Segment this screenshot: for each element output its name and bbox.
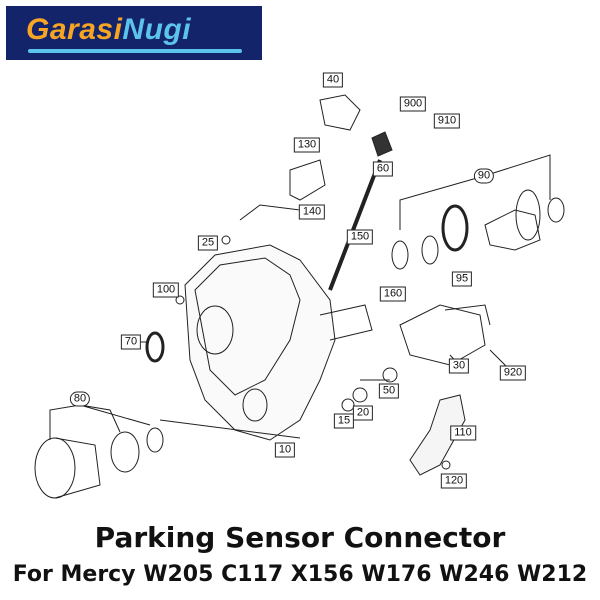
logo-underline xyxy=(28,49,242,53)
part-label: 30 xyxy=(448,358,470,374)
flange-part xyxy=(34,437,76,499)
part-label: 10 xyxy=(274,442,296,458)
part-label: 70 xyxy=(120,334,142,350)
part-label: 40 xyxy=(322,72,344,88)
logo-text: GarasiNugi xyxy=(26,13,191,47)
logo-text-nugi: Nugi xyxy=(122,13,192,46)
logo-text-garasi: Garasi xyxy=(26,13,123,46)
part-label: 120 xyxy=(440,473,468,489)
transfer-case-housing xyxy=(184,244,336,441)
part-label: 50 xyxy=(378,383,400,399)
part-label: 910 xyxy=(433,113,461,129)
part-label: 130 xyxy=(293,137,321,153)
part-label: 920 xyxy=(499,365,527,381)
part-label: 140 xyxy=(298,204,326,220)
part-label: 160 xyxy=(379,286,407,302)
part-label: 100 xyxy=(152,282,180,298)
part-label: 15 xyxy=(333,413,355,429)
part-label: 95 xyxy=(451,271,473,287)
product-title: Parking Sensor Connector xyxy=(94,521,506,554)
exploded-parts-diagram xyxy=(34,94,565,499)
part-label: 80 xyxy=(69,391,91,407)
part-label: 900 xyxy=(399,96,427,112)
part-label: 20 xyxy=(352,405,374,421)
brand-logo: GarasiNugi xyxy=(6,6,262,60)
part-label: 25 xyxy=(197,235,219,251)
part-label: 150 xyxy=(346,229,374,245)
part-label: 60 xyxy=(372,161,394,177)
part-label: 90 xyxy=(473,168,495,184)
product-subtitle: For Mercy W205 C117 X156 W176 W246 W212 xyxy=(12,562,588,587)
part-label: 110 xyxy=(450,425,476,441)
